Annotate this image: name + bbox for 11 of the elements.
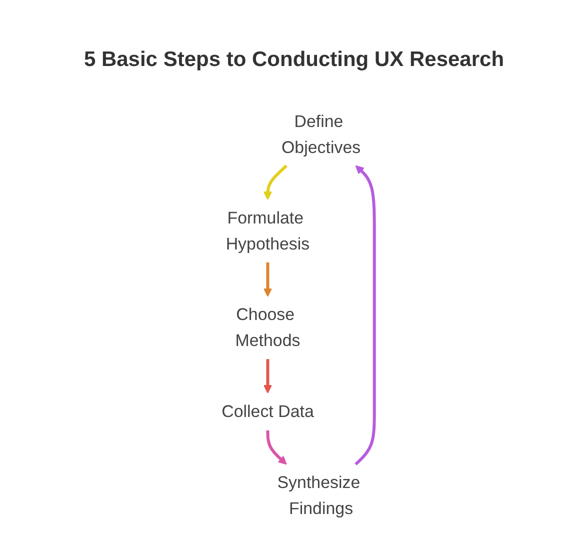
arrow <box>262 359 272 394</box>
arrow <box>354 165 376 466</box>
title: 5 Basic Steps to Conducting UX Research <box>84 48 504 71</box>
arrow <box>262 262 272 297</box>
arrow <box>262 164 288 200</box>
node-text: Collect Data <box>221 402 314 421</box>
node-text: Synthesize Findings <box>276 473 360 518</box>
arrow <box>266 430 286 465</box>
node-text: Define Objectives <box>281 112 360 156</box>
node-text: Choose Methods <box>234 305 300 350</box>
node-text: Formulate Hypothesis <box>225 208 310 253</box>
